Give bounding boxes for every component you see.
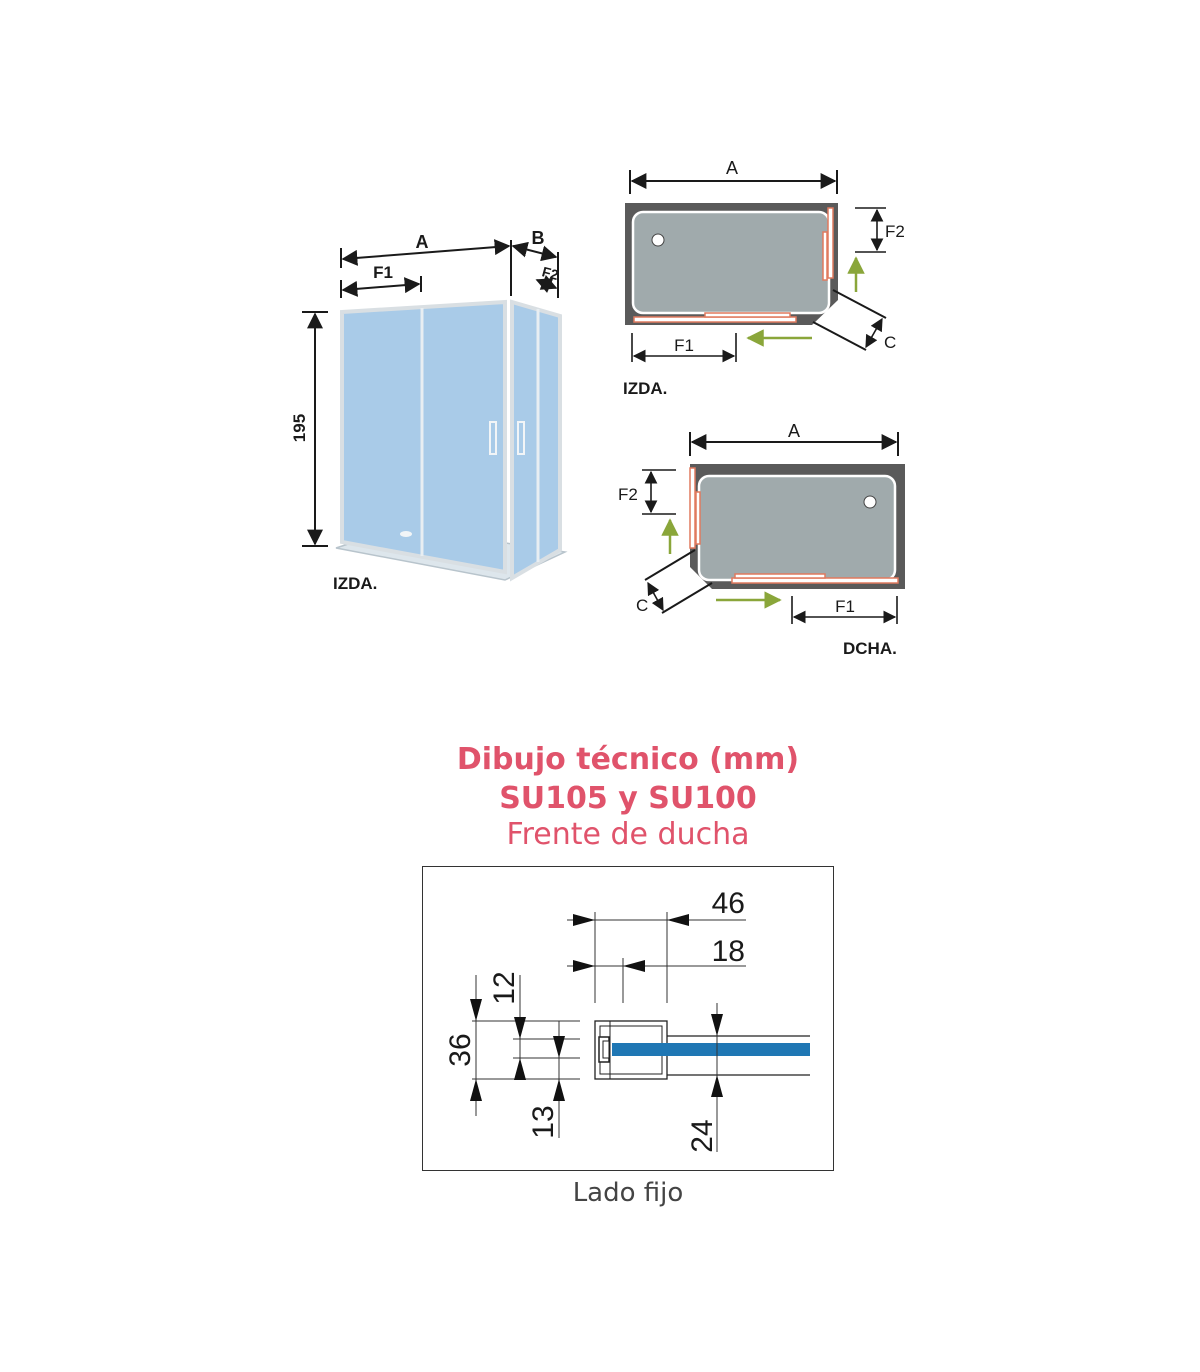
plan-right-dim-c: C [636, 596, 648, 615]
perspective-dim-f2: F2 [540, 263, 560, 283]
detail-dim-36: 36 [444, 1033, 477, 1066]
title-line-2: SU105 y SU100 [499, 781, 757, 816]
plan-left-dim-a: A [726, 158, 738, 178]
perspective-view: A F1 B F2 195 IZDA. [290, 228, 568, 593]
detail-caption: Lado fijo [572, 1178, 684, 1208]
detail-dim-24: 24 [686, 1119, 719, 1152]
title-line-3: Frente de ducha [506, 817, 750, 852]
plan-left-dim-f2: F2 [885, 222, 905, 241]
plan-left-dim-f1: F1 [674, 336, 694, 355]
perspective-dim-f1: F1 [373, 263, 393, 282]
section-detail: 46 18 36 12 13 24 [444, 887, 810, 1153]
plan-right-dim-f2: F2 [618, 485, 638, 504]
plan-right-side-label: DCHA. [843, 639, 897, 658]
plan-left: C A F2 F1 IZDA. [623, 158, 905, 398]
perspective-dim-height: 195 [290, 414, 309, 442]
detail-frame [422, 866, 834, 1171]
plan-left-dim-c: C [884, 333, 896, 352]
detail-dim-13: 13 [527, 1105, 560, 1138]
perspective-dim-b: B [532, 228, 545, 248]
plan-left-side-label: IZDA. [623, 379, 667, 398]
title-line-1: Dibujo técnico (mm) [456, 742, 800, 777]
plan-right-dim-f1: F1 [835, 597, 855, 616]
perspective-side-label: IZDA. [333, 574, 377, 593]
plan-right-dim-a: A [788, 421, 800, 441]
perspective-dim-a: A [416, 232, 429, 252]
detail-dim-18: 18 [712, 935, 745, 968]
detail-dim-12: 12 [488, 971, 521, 1004]
detail-dim-46: 46 [712, 887, 745, 920]
plan-right: C A F2 F1 DCHA. [618, 421, 905, 658]
